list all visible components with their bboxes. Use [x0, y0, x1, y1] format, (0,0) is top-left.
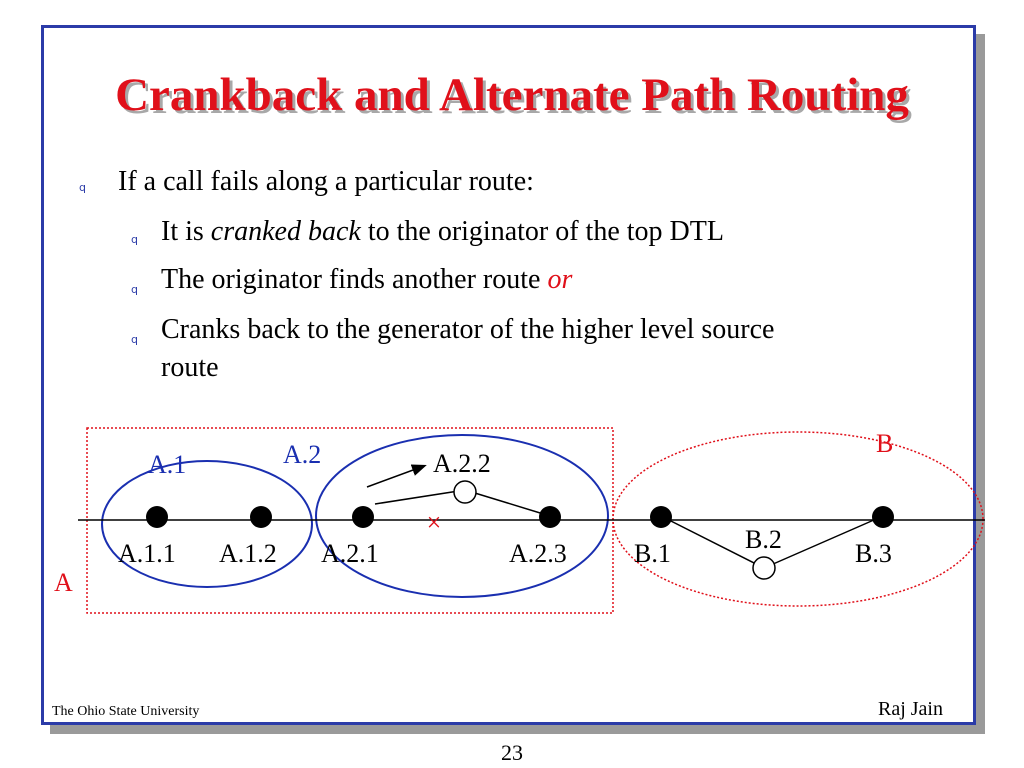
- page-number: 23: [501, 740, 523, 765]
- sub-bullet-2-emphasis: or: [547, 264, 573, 295]
- link-b2-b3: [763, 515, 884, 569]
- node-a23: [539, 506, 561, 528]
- group-a1-label: A.1: [148, 450, 186, 479]
- footer-author: Raj Jain: [878, 698, 943, 720]
- node-b1: [650, 506, 672, 528]
- sub-bullet-2-pre: The originator finds another route: [161, 264, 548, 295]
- bullet-marker: q: [131, 233, 138, 246]
- peer-group-a-label: A: [54, 568, 73, 597]
- sub-bullet-3-line2: route: [161, 352, 219, 383]
- node-b3: [872, 506, 894, 528]
- link-a21-a22: [374, 489, 466, 505]
- bullet-marker: q: [131, 333, 138, 346]
- sub-bullet-3-line1: Cranks back to the generator of the high…: [161, 314, 775, 345]
- footer-institution: The Ohio State University: [52, 704, 200, 719]
- bullet-main: If a call fails along a particular route…: [118, 163, 534, 201]
- node-b3-label: B.3: [855, 539, 892, 568]
- node-a12: [250, 506, 272, 528]
- sub-bullet-3: Cranks back to the generator of the high…: [161, 311, 774, 387]
- node-a11-label: A.1.1: [118, 539, 176, 568]
- link-b1-b2: [660, 515, 765, 569]
- bullet-marker: q: [131, 283, 138, 296]
- node-a12-label: A.1.2: [219, 539, 277, 568]
- route-arrow: [366, 464, 427, 488]
- sub-bullet-1-post: to the originator of the top DTL: [360, 216, 724, 247]
- link-a22-a23: [464, 489, 551, 517]
- node-a21: [352, 506, 374, 528]
- node-b2: [752, 556, 776, 580]
- sub-bullet-1: It is cranked back to the originator of …: [161, 213, 724, 251]
- sub-bullet-2: The originator finds another route or: [161, 261, 572, 299]
- node-a22-label: A.2.2: [433, 449, 491, 478]
- failure-mark: ×: [427, 508, 442, 537]
- bullet-main-text: If a call fails along a particular route…: [118, 166, 534, 197]
- peer-group-b-boundary: [612, 431, 984, 607]
- bullet-marker: q: [79, 181, 86, 194]
- node-b2-label: B.2: [745, 525, 782, 554]
- node-b1-label: B.1: [634, 539, 671, 568]
- slide-frame: [41, 25, 976, 725]
- node-a22: [453, 480, 477, 504]
- node-a23-label: A.2.3: [509, 539, 567, 568]
- node-a21-label: A.2.1: [321, 539, 379, 568]
- peer-group-b-label: B: [876, 429, 893, 458]
- group-a1-boundary: [101, 460, 313, 588]
- node-a11: [146, 506, 168, 528]
- sub-bullet-1-emphasis: cranked back: [210, 216, 361, 247]
- sub-bullet-1-pre: It is: [161, 216, 211, 247]
- group-a2-boundary: [315, 434, 609, 598]
- slide-title: Crankback and Alternate Path Routing: [115, 69, 909, 121]
- group-a2-label: A.2: [283, 440, 321, 469]
